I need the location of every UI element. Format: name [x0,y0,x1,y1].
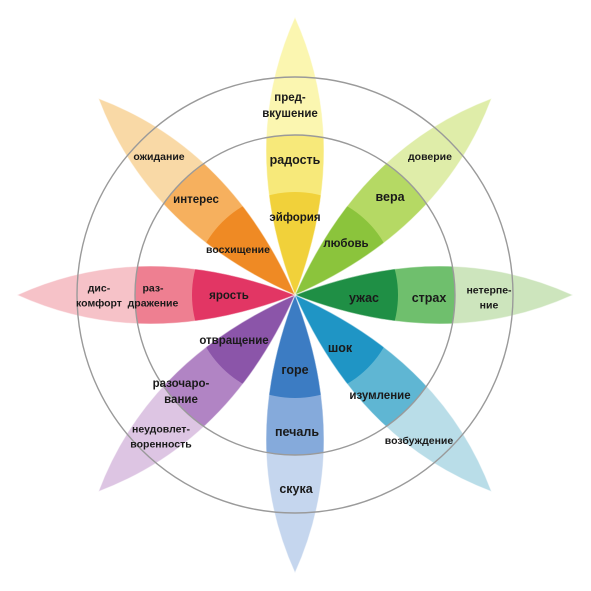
label-blue-outer: скука [279,482,313,496]
label-line: горе [281,363,308,377]
petal-red-outline [15,265,297,325]
petal-yellow-outline [265,15,325,297]
petal-green-outline [293,265,575,325]
label-yellow-middle: радость [270,153,321,167]
petal-purple-outline [97,294,296,493]
label-line: скука [279,482,313,496]
label-line: вкушение [262,108,318,120]
label-red-outer: дис-комфорт [76,283,122,310]
labels-layer: пред-вкушение радость эйфория доверие вера лю… [76,92,512,496]
label-line: вание [164,394,198,406]
label-line: страх [412,291,447,305]
label-yellow-outer: пред-вкушение [262,92,318,120]
label-teal-outer: возбуждение [385,435,454,447]
label-line: радость [270,153,321,167]
label-line: возбуждение [385,435,454,447]
label-line: ужас [349,291,379,305]
label-blue-middle: печаль [275,425,319,439]
label-teal-inner: шок [328,341,353,355]
label-line: нетерпе- [466,285,512,297]
petal-light-green-outline [294,97,493,296]
label-line: комфорт [76,298,122,310]
label-red-inner: ярость [209,290,249,302]
label-line: дражение [128,298,179,310]
middle-guide-circle [134,134,456,456]
label-line: вера [375,190,405,204]
label-line: пред- [274,92,306,104]
label-line: интерес [173,194,219,206]
label-yellow-inner: эйфория [269,212,320,224]
label-line: ние [480,300,499,312]
petal-teal-outline [294,294,493,493]
label-line: дис- [88,283,111,295]
label-purple-outer: неудовлет-воренность [130,424,192,451]
label-light-green-middle: вера [375,190,405,204]
label-line: изумление [349,390,410,402]
label-orange-middle: интерес [173,194,219,206]
label-light-green-outer: доверие [408,151,452,163]
label-line: печаль [275,425,319,439]
label-orange-inner: восхищение [206,244,270,256]
label-green-outer: нетерпе-ние [466,285,512,312]
petal-orange-outline [97,97,296,296]
label-red-middle: раз-дражение [128,283,179,310]
label-line: раз- [142,283,164,295]
petal-red [15,265,297,325]
label-purple-middle: разочаро-вание [153,378,210,406]
label-line: эйфория [269,212,320,224]
label-teal-middle: изумление [349,390,410,402]
label-orange-outer: ожидание [133,151,184,163]
label-line: доверие [408,151,452,163]
petal-green [293,265,575,325]
label-line: ожидание [133,151,184,163]
guides-layer [76,76,514,514]
outer-guide-circle [76,76,514,514]
label-line: разочаро- [153,378,210,390]
petal-orange [77,77,316,316]
label-line: отвращение [199,335,268,347]
label-line: восхищение [206,244,270,256]
label-line: любовь [323,238,368,250]
label-light-green-inner: любовь [323,238,368,250]
label-line: ярость [209,290,249,302]
label-green-middle: страх [412,291,447,305]
label-line: воренность [130,439,192,451]
label-line: неудовлет- [132,424,190,436]
label-green-inner: ужас [349,291,379,305]
petal-blue-outline [265,293,325,575]
label-blue-inner: горе [281,363,308,377]
label-purple-inner: отвращение [199,335,268,347]
label-line: шок [328,341,353,355]
